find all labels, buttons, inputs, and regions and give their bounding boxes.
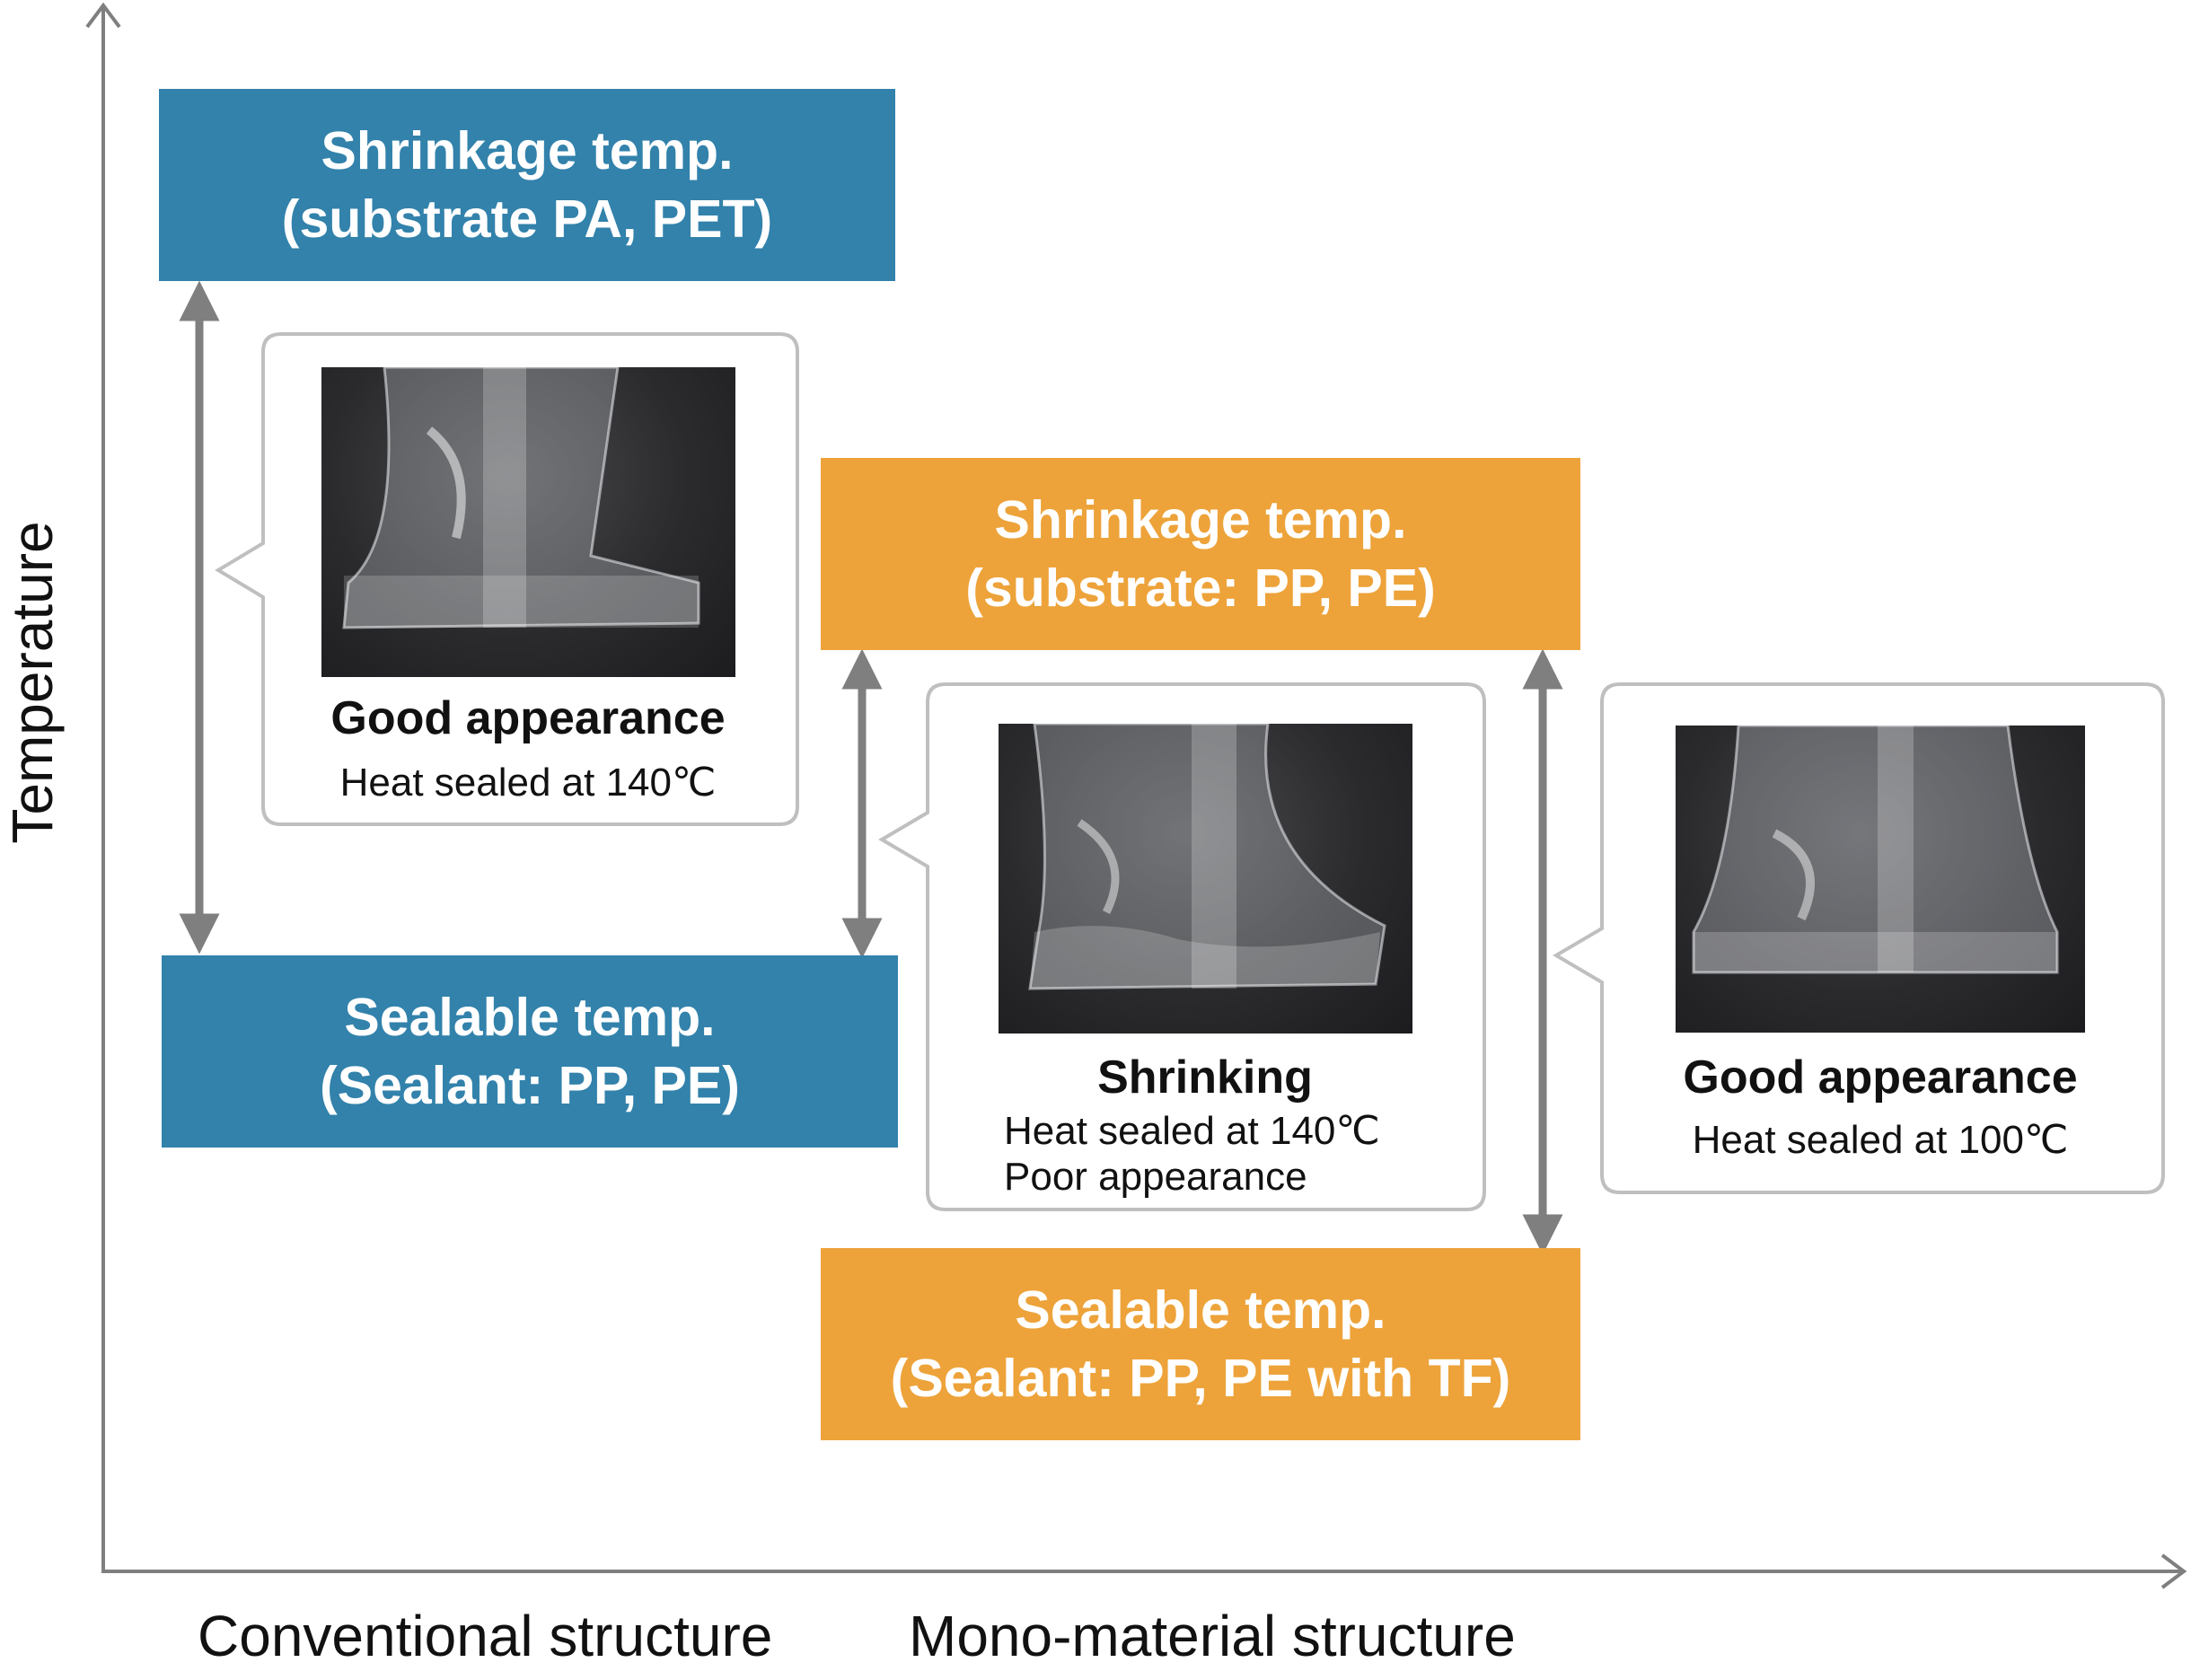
callout-title-conventional: Good appearance <box>330 692 726 744</box>
box-line: (Sealant: PP, PE with TF) <box>890 1349 1511 1408</box>
box-line: (substrate: PP, PE) <box>965 559 1436 618</box>
y-axis-arrow-icon <box>85 2 121 29</box>
callout-text-good: Heat sealed at 100℃ <box>1692 1118 2069 1162</box>
pouch-photo-conventional <box>321 367 735 677</box>
mono-sealable-box: Sealable temp. (Sealant: PP, PE with TF) <box>821 1248 1580 1440</box>
y-axis <box>85 2 121 1571</box>
y-axis-label: Temperature <box>0 521 65 844</box>
callout-title-good: Good appearance <box>1683 1051 2078 1104</box>
box-line: (Sealant: PP, PE) <box>320 1056 740 1115</box>
x-axis-label-mono: Mono-material structure <box>909 1604 1516 1668</box>
box-line: Sealable temp. <box>344 988 716 1047</box>
x-axis-label-conventional: Conventional structure <box>198 1604 773 1668</box>
callout-text-shrinking-1: Heat sealed at 140℃ <box>1004 1109 1380 1153</box>
conventional-shrinkage-box: Shrinkage temp. (substrate PA, PET) <box>159 89 895 281</box>
mono-shrinkage-box: Shrinkage temp. (substrate: PP, PE) <box>821 458 1580 650</box>
pouch-photo-good <box>1676 726 2085 1033</box>
box-line: (substrate PA, PET) <box>281 189 773 249</box>
callout-text-shrinking-2: Poor appearance <box>1004 1155 1307 1199</box>
x-axis-arrow-icon <box>2160 1553 2187 1589</box>
conventional-sealable-box: Sealable temp. (Sealant: PP, PE) <box>162 955 898 1148</box>
box-line: Shrinkage temp. <box>994 490 1407 550</box>
pouch-photo-shrinking <box>999 724 1412 1034</box>
x-axis <box>101 1553 2187 1589</box>
callout-text-conventional: Heat sealed at 140℃ <box>339 761 717 805</box>
box-line: Shrinkage temp. <box>321 121 734 180</box>
callout-title-shrinking: Shrinking <box>1097 1051 1313 1104</box>
box-line: Sealable temp. <box>1015 1280 1386 1340</box>
